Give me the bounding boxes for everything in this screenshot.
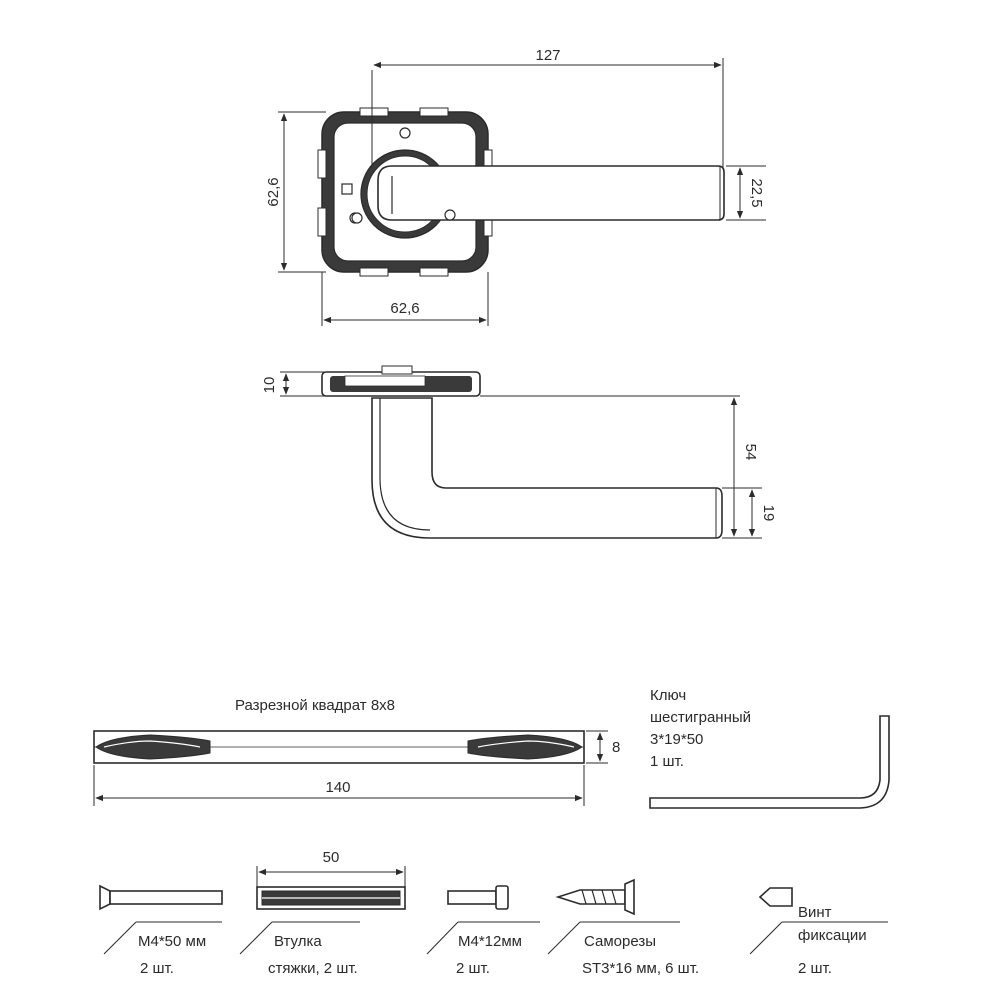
hex-key-line1: Ключ [650,687,686,704]
part-1-qty: 2 шт. [140,960,174,977]
part-screw-m4x12: M4*12мм 2 шт. [426,885,540,977]
dim-lever-width: 22,5 [748,178,765,207]
dim-bushing-length: 50 [323,849,340,866]
parts-row: M4*50 мм 2 шт. 50 Втулка стяжки, 2 шт. M… [99,849,888,977]
hex-key-line3: 3*19*50 [650,731,703,748]
part-5-name-2: фиксации [798,927,867,944]
front-view: 127 62,6 62,6 22,5 [265,47,766,326]
spindle-title: Разрезной квадрат 8х8 [235,697,395,714]
hex-key: Ключ шестигранный 3*19*50 1 шт. [649,687,890,809]
part-bushing: 50 Втулка стяжки, 2 шт. [239,849,406,977]
dim-handle-projection: 54 [742,444,759,461]
part-3-qty: 2 шт. [456,960,490,977]
square-hole-left [341,183,353,195]
hex-key-line2: шестигранный [650,709,751,726]
dim-spindle-section: 8 [612,739,620,756]
dim-rosette-thickness: 10 [261,377,278,394]
part-2-qty: стяжки, 2 шт. [268,960,358,977]
dim-spindle-length: 140 [325,779,350,796]
part-2-name: Втулка [274,933,322,950]
part-set-screw: Винт фиксации 2 шт. [749,887,888,977]
part-4-name: Саморезы [584,933,656,950]
lever-side [371,397,723,539]
part-5-name: Винт [798,904,832,921]
spindle: Разрезной квадрат 8х8 8 140 [93,697,620,806]
dim-lever-thickness: 19 [760,505,777,522]
dim-rosette-width: 62,6 [390,300,419,317]
hex-key-line4: 1 шт. [650,753,684,770]
part-self-tapping-screw: Саморезы ST3*16 мм, 6 шт. [547,878,699,977]
part-1-name: M4*50 мм [138,933,206,950]
screw-hole-top [399,127,411,139]
part-3-name: M4*12мм [458,933,522,950]
part-4-qty: ST3*16 мм, 6 шт. [582,960,699,977]
lever-front [377,165,725,221]
part-screw-m4x50: M4*50 мм 2 шт. [99,884,223,977]
dim-handle-length: 127 [535,47,560,64]
dim-rosette-height: 62,6 [265,177,282,206]
hex-key-shape [649,715,890,809]
side-view: 10 54 19 [261,365,777,539]
part-5-qty: 2 шт. [798,960,832,977]
